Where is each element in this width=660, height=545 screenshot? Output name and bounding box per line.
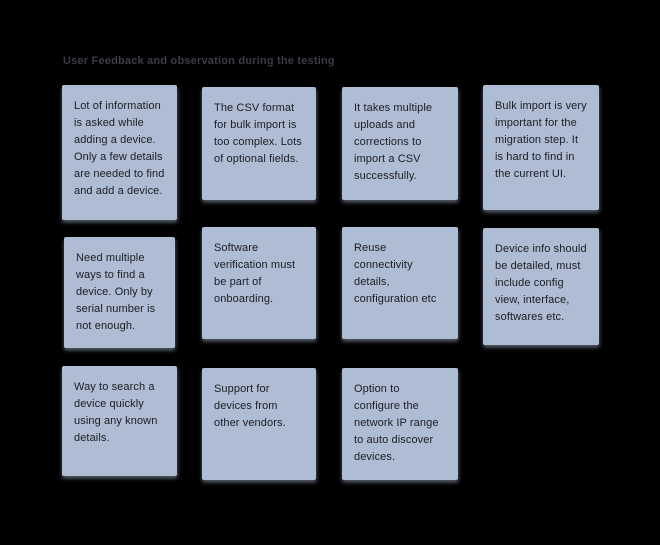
- sticky-note-text: Device info should be detailed, must inc…: [495, 243, 587, 323]
- sticky-note-text: Option to configure the network IP range…: [354, 383, 439, 463]
- sticky-note[interactable]: Need multiple ways to find a device. Onl…: [64, 237, 175, 348]
- sticky-note-text: Lot of information is asked while adding…: [74, 100, 165, 197]
- sticky-note[interactable]: Lot of information is asked while adding…: [62, 85, 177, 220]
- board-title: User Feedback and observation during the…: [63, 55, 335, 67]
- sticky-note-text: It takes multiple uploads and correction…: [354, 102, 433, 182]
- sticky-note[interactable]: The CSV format for bulk import is too co…: [202, 87, 316, 200]
- sticky-note[interactable]: It takes multiple uploads and correction…: [342, 87, 458, 200]
- sticky-note-text: The CSV format for bulk import is too co…: [214, 102, 302, 165]
- sticky-note-text: Support for devices from other vendors.: [214, 383, 286, 429]
- sticky-note[interactable]: Software verification must be part of on…: [202, 227, 316, 339]
- sticky-note-text: Software verification must be part of on…: [214, 242, 296, 305]
- sticky-note[interactable]: Option to configure the network IP range…: [342, 368, 458, 480]
- sticky-note[interactable]: Support for devices from other vendors.: [202, 368, 316, 480]
- sticky-note[interactable]: Reuse connectivity details, configuratio…: [342, 227, 458, 339]
- sticky-note-text: Need multiple ways to find a device. Onl…: [76, 252, 156, 332]
- sticky-note-text: Way to search a device quickly using any…: [74, 381, 158, 444]
- sticky-note[interactable]: Way to search a device quickly using any…: [62, 366, 177, 476]
- sticky-note-text: Bulk import is very important for the mi…: [495, 100, 587, 180]
- sticky-note[interactable]: Device info should be detailed, must inc…: [483, 228, 599, 345]
- sticky-note[interactable]: Bulk import is very important for the mi…: [483, 85, 599, 210]
- sticky-note-text: Reuse connectivity details, configuratio…: [354, 242, 437, 305]
